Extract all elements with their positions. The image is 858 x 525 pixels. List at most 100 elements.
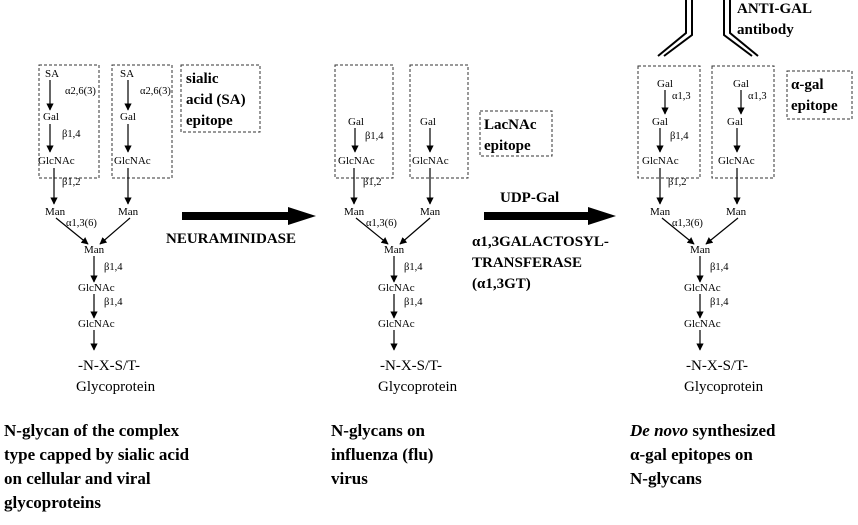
caption-middle-line-3: virus [331, 469, 368, 488]
gt-arrow-head [588, 207, 616, 225]
sugar-glcnac-core2: GlcNAc [378, 318, 415, 330]
sugar-man-left: Man [650, 206, 671, 218]
link-a13-left: α1,3 [672, 91, 691, 102]
sa-epitope-frame-right [111, 64, 173, 179]
sugar-sa-right: SA [120, 68, 134, 80]
enzyme-label-1: α1,3GALACTOSYL- [472, 234, 609, 250]
sialic-label-3: epitope [186, 113, 233, 129]
caption-right-line-1: De novo synthesized [629, 421, 776, 440]
sugar-glcnac-right: GlcNAc [718, 155, 755, 167]
link-a136: α1,3(6) [66, 218, 97, 229]
link-b14-core: β1,4 [404, 262, 423, 273]
agal-frame-left [637, 65, 701, 179]
sialic-label-2: acid (SA) [186, 92, 246, 108]
lacnac-frame-right [409, 64, 469, 179]
sugar-man-core: Man [384, 244, 405, 256]
link-b12: β1,2 [668, 177, 686, 188]
sugar-gal-left: Gal [652, 116, 668, 128]
enzyme-label-3: (α1,3GT) [472, 276, 531, 292]
sugar-gal-right: Gal [727, 116, 743, 128]
link-a13-right: α1,3 [748, 91, 767, 102]
panel-flu-glycan: Gal Gal β1,4 GlcNAc GlcNAc β1,2 Man Man … [334, 64, 553, 395]
sugar-glcnac-right: GlcNAc [114, 155, 151, 167]
lacnac-label-frame [479, 110, 553, 157]
link-a136: α1,3(6) [366, 218, 397, 229]
caption-right-line-2: α-gal epitopes on [630, 445, 753, 464]
lacnac-frame-left [334, 64, 394, 179]
sugar-glcnac-left: GlcNAc [338, 155, 375, 167]
sugar-man-right: Man [118, 206, 139, 218]
sa-epitope-frame-left [38, 64, 100, 179]
sugar-glcnac-core1: GlcNAc [378, 282, 415, 294]
sugar-gal-top-left: Gal [657, 78, 673, 90]
sugar-sa-left: SA [45, 68, 59, 80]
caption-middle-line-1: N-glycans on [331, 421, 426, 440]
sugar-man-right: Man [420, 206, 441, 218]
link-b14-core2: β1,4 [104, 297, 123, 308]
link-b14-left: β1,4 [365, 131, 384, 142]
panel-sialylated-glycan: SA SA α2,6(3) α2,6(3) Gal Gal β1,4 GlcNA… [38, 64, 261, 395]
agal-label-2: epitope [791, 98, 838, 114]
link-b14-core: β1,4 [710, 262, 729, 273]
neuraminidase-label: NEURAMINIDASE [166, 231, 296, 247]
lacnac-label-1: LacNAc [484, 117, 537, 133]
sugar-man-core: Man [84, 244, 105, 256]
sialic-label-1: sialic [186, 71, 219, 87]
link-b12: β1,2 [62, 177, 80, 188]
caption-middle-line-2: influenza (flu) [331, 445, 433, 464]
sialic-label-frame [180, 64, 261, 133]
caption-right-line-3: N-glycans [630, 469, 702, 488]
sugar-gal-right: Gal [420, 116, 436, 128]
link-a26-right: α2,6(3) [140, 86, 171, 97]
galactosyltransferase-step: UDP-Gal α1,3GALACTOSYL- TRANSFERASE (α1,… [472, 190, 616, 292]
sugar-glcnac-left: GlcNAc [38, 155, 75, 167]
caption-right-rest: synthesized [688, 421, 776, 440]
sugar-gal-left: Gal [348, 116, 364, 128]
antibody-label-2: antibody [737, 22, 794, 38]
caption-left-line-1: N-glycan of the complex [4, 421, 180, 440]
sugar-man-right: Man [726, 206, 747, 218]
enzyme-label-2: TRANSFERASE [472, 255, 582, 271]
caption-left-line-4: glycoproteins [4, 493, 101, 512]
link-b12: β1,2 [363, 177, 381, 188]
glycoprotein-text: Glycoprotein [684, 379, 764, 395]
glycoprotein-text: Glycoprotein [76, 379, 156, 395]
neuraminidase-arrow-head [288, 207, 316, 225]
sugar-glcnac-core2: GlcNAc [684, 318, 721, 330]
link-b14-core: β1,4 [104, 262, 123, 273]
neuraminidase-step: NEURAMINIDASE [166, 207, 316, 247]
caption-middle: N-glycans on influenza (flu) virus [331, 421, 433, 488]
caption-right: De novo synthesized α-gal epitopes on N-… [629, 421, 776, 488]
link-a136: α1,3(6) [672, 218, 703, 229]
lacnac-label-2: epitope [484, 138, 531, 154]
sequon-text: -N-X-S/T- [78, 358, 140, 374]
sugar-glcnac-core1: GlcNAc [684, 282, 721, 294]
neuraminidase-arrow-shaft [182, 212, 290, 220]
sugar-man-left: Man [45, 206, 66, 218]
sugar-gal-right: Gal [120, 111, 136, 123]
sequon-text: -N-X-S/T- [686, 358, 748, 374]
sugar-glcnac-right: GlcNAc [412, 155, 449, 167]
sugar-man-core: Man [690, 244, 711, 256]
link-b14-core2: β1,4 [404, 297, 423, 308]
agal-label-1: α-gal [791, 77, 824, 93]
panel-agal-glycan: ANTI-GAL antibody Gal Gal α1,3 α1,3 Gal … [637, 0, 853, 395]
sequon-text: -N-X-S/T- [380, 358, 442, 374]
caption-right-italic: De novo [629, 421, 688, 440]
sugar-glcnac-core2: GlcNAc [78, 318, 115, 330]
link-b14-core2: β1,4 [710, 297, 729, 308]
sugar-gal-top-right: Gal [733, 78, 749, 90]
agal-frame-right [711, 65, 775, 179]
agal-label-frame [786, 70, 853, 120]
sugar-gal-left: Gal [43, 111, 59, 123]
link-a26-left: α2,6(3) [65, 86, 96, 97]
link-b14-left: β1,4 [670, 131, 689, 142]
link-b14-left: β1,4 [62, 129, 81, 140]
glycoprotein-text: Glycoprotein [378, 379, 458, 395]
antibody-label-1: ANTI-GAL [737, 1, 812, 17]
gt-arrow-shaft [484, 212, 590, 220]
sugar-glcnac-core1: GlcNAc [78, 282, 115, 294]
udp-gal-label: UDP-Gal [500, 190, 559, 206]
